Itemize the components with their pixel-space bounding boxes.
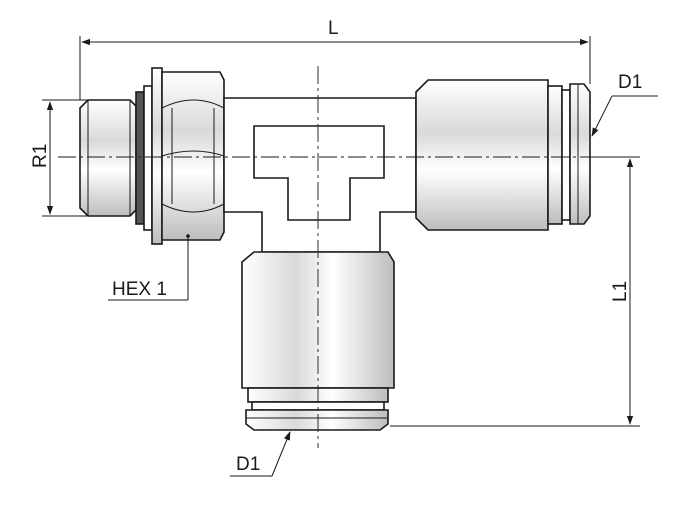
tee-body <box>223 97 417 253</box>
seal-washer <box>135 67 163 245</box>
threaded-stud <box>79 99 137 217</box>
lower-tube-label: D1 <box>236 454 260 475</box>
branch-length-label: L1 <box>610 281 631 302</box>
hex-leader <box>108 236 189 301</box>
hex-nut <box>161 71 225 241</box>
upper-d1-leader <box>591 95 658 137</box>
right-push-in-fitting <box>415 79 591 231</box>
overall-length-label: L <box>328 18 339 39</box>
dimension-l <box>79 36 591 100</box>
dimension-l1 <box>390 156 640 427</box>
hex-label: HEX 1 <box>112 279 167 300</box>
upper-tube-label: D1 <box>618 72 642 93</box>
thread-label: R1 <box>30 144 51 168</box>
lower-d1-leader <box>230 431 291 477</box>
dimension-r1 <box>42 99 88 217</box>
